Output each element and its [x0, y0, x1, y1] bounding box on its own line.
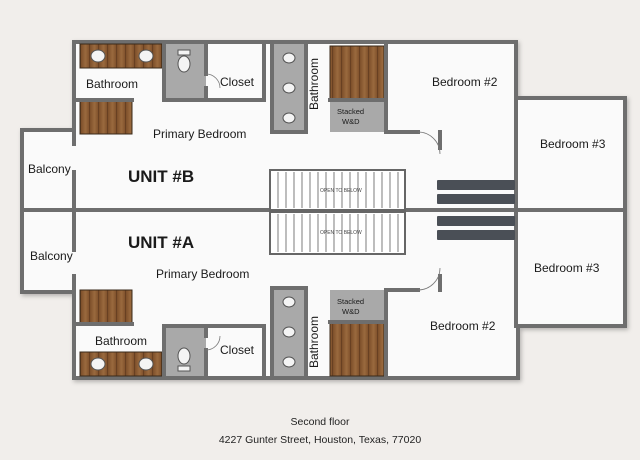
toilets — [177, 49, 191, 372]
unit-a-title: UNIT #A — [128, 233, 194, 252]
unit-a-bedroom2-label: Bedroom #2 — [430, 319, 496, 333]
unit-b-wd-label-2: W&D — [342, 117, 360, 126]
unit-a-bedroom3-label: Bedroom #3 — [534, 261, 600, 275]
sink-icon — [90, 49, 106, 63]
door-swing-icon — [417, 131, 441, 155]
unit-a-wd-tile — [330, 290, 386, 322]
unit-b-wd-label-1: Stacked — [337, 107, 364, 116]
unit-a-labels: UNIT #A Primary Bedroom Bathroom Closet … — [30, 233, 600, 368]
sink-icon — [138, 357, 154, 371]
stairs-label-upper: OPEN TO BELOW — [320, 188, 362, 194]
unit-b-wd-tile — [330, 100, 386, 132]
unit-a-primary-bedroom-label: Primary Bedroom — [156, 267, 249, 281]
unit-a-tub — [79, 289, 133, 325]
sink-icon — [90, 357, 106, 371]
stair-lower — [269, 211, 406, 255]
unit-b-bathroom2-label: Bathroom — [307, 58, 321, 110]
unit-b-closet-label: Closet — [220, 75, 255, 89]
unit-a-bathroom-label: Bathroom — [95, 334, 147, 348]
unit-a-closet-label: Closet — [220, 343, 255, 357]
unit-a-wd-label-1: Stacked — [337, 297, 364, 306]
sinks — [90, 49, 296, 371]
toilet-icon — [177, 347, 191, 372]
unit-b-bedroom2-label: Bedroom #2 — [432, 75, 498, 89]
unit-b-tub — [79, 99, 133, 135]
unit-b-bedroom3-label: Bedroom #3 — [540, 137, 606, 151]
unit-a-wd-label-2: W&D — [342, 307, 360, 316]
stair-upper — [269, 169, 406, 211]
sink-icon — [282, 52, 296, 64]
caption-floor: Second floor — [290, 416, 350, 428]
unit-b-bathroom-label: Bathroom — [86, 77, 138, 91]
sink-icon — [282, 82, 296, 94]
stairs-label-lower: OPEN TO BELOW — [320, 230, 362, 236]
unit-a-closet-wood — [329, 321, 385, 377]
unit-a-balcony-label: Balcony — [30, 249, 73, 263]
door-swing-icon — [205, 73, 221, 89]
toilet-icon — [177, 49, 191, 73]
unit-b-primary-bedroom-label: Primary Bedroom — [153, 127, 246, 141]
sink-icon — [282, 112, 296, 124]
caption-address: 4227 Gunter Street, Houston, Texas, 7702… — [218, 434, 422, 446]
unit-b-title: UNIT #B — [128, 167, 194, 186]
sink-icon — [282, 356, 296, 368]
unit-b-labels: UNIT #B Primary Bedroom Bathroom Closet … — [28, 58, 606, 186]
unit-b-balcony-label: Balcony — [28, 162, 71, 176]
sink-icon — [138, 49, 154, 63]
unit-a-bathroom2-label: Bathroom — [307, 316, 321, 368]
door-swing-icon — [205, 335, 221, 351]
stairs: OPEN TO BELOW OPEN TO BELOW — [269, 169, 406, 255]
sink-icon — [282, 296, 296, 308]
unit-b-closet-wood — [329, 45, 385, 101]
door-swing-icon — [417, 267, 441, 291]
door-swings — [205, 73, 441, 351]
sink-icon — [282, 326, 296, 338]
interior-walls — [20, 40, 627, 380]
closet-shelving — [437, 180, 515, 240]
